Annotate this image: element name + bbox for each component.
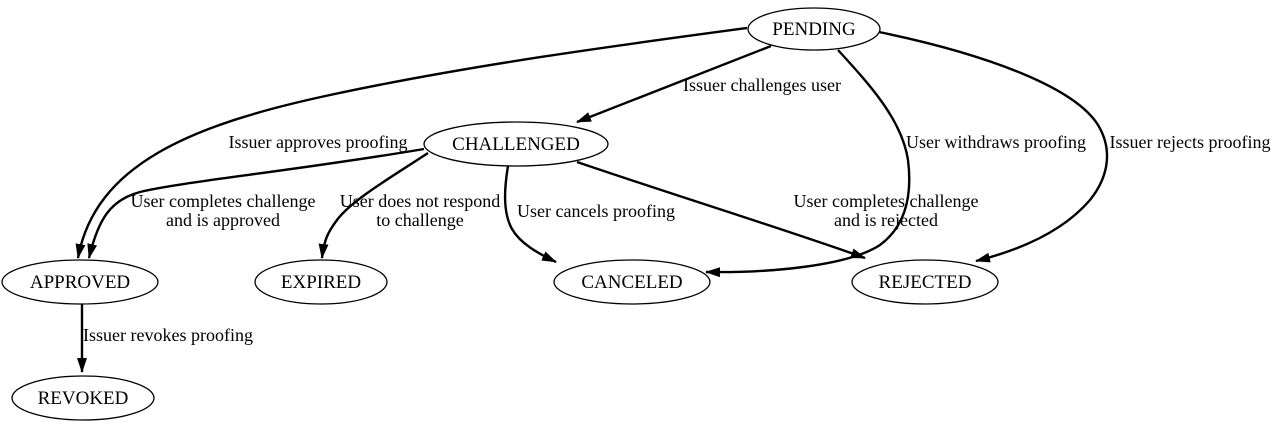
edge-challenged-canceled — [503, 165, 557, 264]
state-label-pending: PENDING — [772, 19, 856, 40]
edge-challenged-approved — [87, 147, 425, 259]
edge-label-pending-rejected: Issuer rejects proofing — [1110, 132, 1271, 152]
state-label-canceled: CANCELED — [581, 272, 682, 293]
state-ellipse-rejected — [851, 259, 999, 305]
edge-pending-canceled — [705, 49, 911, 278]
state-label-approved: APPROVED — [30, 272, 130, 293]
state-node-revoked: REVOKED — [11, 375, 155, 421]
state-node-pending: PENDING — [747, 7, 881, 51]
edge-pending-challenged — [576, 44, 772, 124]
state-ellipse-challenged — [423, 121, 609, 167]
state-ellipse-revoked — [11, 375, 155, 421]
nodes-layer: PENDING CHALLENGED APPROVED EXPIRED CANCELED… — [1, 7, 999, 421]
state-ellipse-canceled — [553, 259, 711, 305]
state-label-challenged: CHALLENGED — [452, 134, 580, 155]
edge-label-challenged-canceled: User cancels proofing — [517, 201, 675, 221]
state-node-challenged: CHALLENGED — [423, 121, 609, 167]
edge-label-pending-approved: Issuer approves proofing — [229, 132, 408, 152]
state-label-rejected: REJECTED — [879, 272, 972, 293]
edge-pending-approved — [75, 26, 748, 259]
edge-label-pending-canceled: User withdraws proofing — [906, 132, 1086, 152]
state-node-rejected: REJECTED — [851, 259, 999, 305]
edge-pending-rejected — [878, 30, 1109, 263]
edges-layer — [75, 26, 1109, 373]
edge-challenged-expired — [318, 151, 429, 259]
state-label-expired: EXPIRED — [281, 272, 361, 293]
edge-label-pending-challenged: Issuer challenges user — [683, 75, 841, 95]
state-node-canceled: CANCELED — [553, 259, 711, 305]
state-label-revoked: REVOKED — [38, 388, 129, 409]
state-ellipse-pending — [747, 7, 881, 51]
state-node-expired: EXPIRED — [254, 259, 388, 305]
state-ellipse-expired — [254, 259, 388, 305]
edge-challenged-rejected — [576, 160, 866, 260]
state-ellipse-approved — [1, 259, 159, 305]
state-node-approved: APPROVED — [1, 259, 159, 305]
edge-label-approved-revoked: Issuer revokes proofing — [83, 325, 253, 345]
